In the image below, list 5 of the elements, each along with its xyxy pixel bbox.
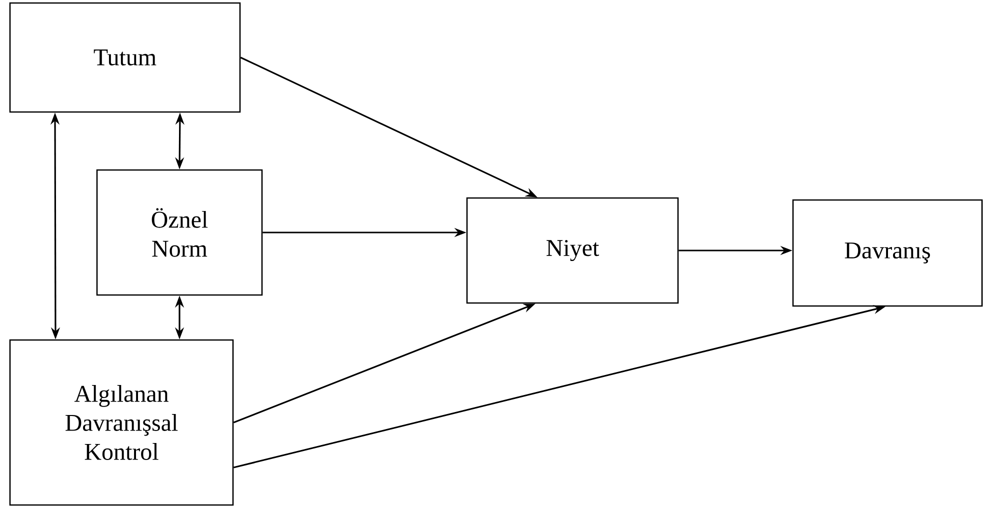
process-box: Davranış	[792, 199, 983, 307]
process-box: Tutum	[9, 2, 241, 113]
process-box: Niyet	[466, 197, 679, 304]
process-box: Öznel Norm	[96, 169, 263, 296]
process-box: Algılanan Davranışsal Kontrol	[9, 339, 234, 506]
